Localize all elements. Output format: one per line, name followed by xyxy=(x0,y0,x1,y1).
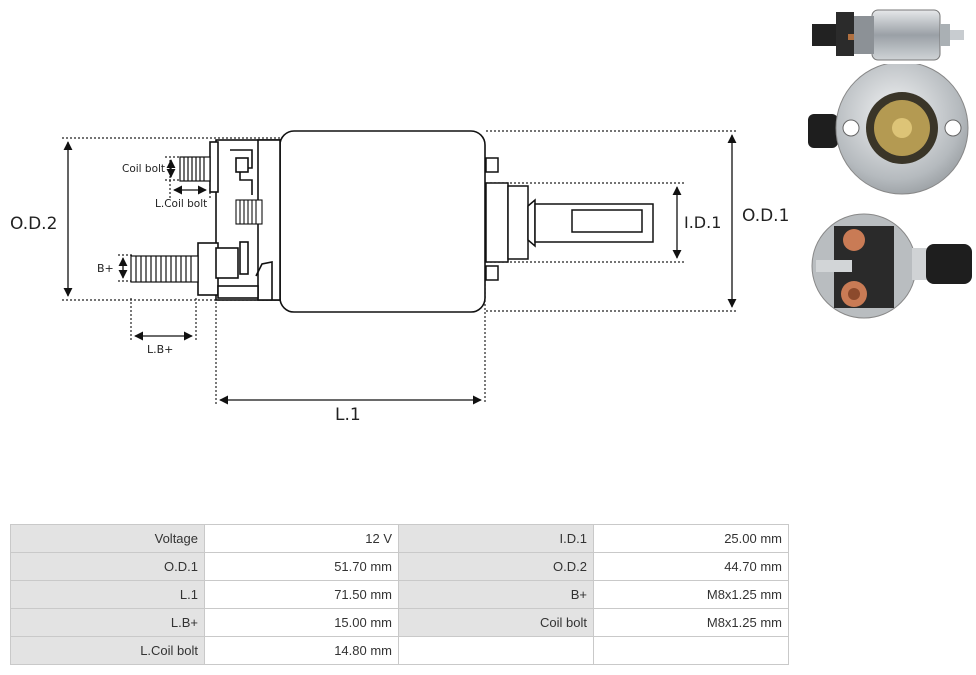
spec-label: L.1 xyxy=(10,580,205,609)
coil-bolt-thread xyxy=(179,156,211,182)
od2-label: O.D.2 xyxy=(10,214,57,234)
spec-label: O.D.2 xyxy=(398,552,594,581)
table-row: L.B+ 15.00 mm Coil bolt M8x1.25 mm xyxy=(10,608,789,637)
b-plus-label: B+ xyxy=(97,262,114,275)
spec-value: 51.70 mm xyxy=(204,552,399,581)
spec-table: Voltage 12 V I.D.1 25.00 mm O.D.1 51.70 … xyxy=(10,524,789,665)
spec-value: 44.70 mm xyxy=(593,552,789,581)
solenoid-rear-photo xyxy=(811,213,972,319)
spec-value: 14.80 mm xyxy=(204,636,399,665)
spec-label: L.B+ xyxy=(10,608,205,637)
l-b-plus-label: L.B+ xyxy=(147,343,173,356)
coil-bolt-label: Coil bolt xyxy=(122,163,165,175)
spec-value: 71.50 mm xyxy=(204,580,399,609)
solenoid-side-photo xyxy=(812,9,964,61)
table-row: O.D.1 51.70 mm O.D.2 44.70 mm xyxy=(10,552,789,581)
table-row: L.1 71.50 mm B+ M8x1.25 mm xyxy=(10,580,789,609)
spec-value: 25.00 mm xyxy=(593,524,789,553)
spec-label: I.D.1 xyxy=(398,524,594,553)
plunger xyxy=(485,157,654,281)
l-coil-bolt-label: L.Coil bolt xyxy=(155,198,207,210)
spec-label-empty xyxy=(398,636,594,665)
solenoid-front-photo xyxy=(808,64,969,195)
spec-value-empty xyxy=(593,636,789,665)
spec-label: Voltage xyxy=(10,524,205,553)
spec-label: B+ xyxy=(398,580,594,609)
spec-value: M8x1.25 mm xyxy=(593,608,789,637)
b-plus-thread xyxy=(130,255,199,283)
solenoid-dimension-drawing: O.D.2 O.D.1 I.D.1 L.1 Coil bolt L.Coil b… xyxy=(10,130,789,425)
inner-thread xyxy=(235,199,263,225)
table-row: L.Coil bolt 14.80 mm xyxy=(10,636,789,665)
table-row: Voltage 12 V I.D.1 25.00 mm xyxy=(10,524,789,553)
id1-label: I.D.1 xyxy=(684,213,721,232)
spec-label: O.D.1 xyxy=(10,552,205,581)
spec-label: Coil bolt xyxy=(398,608,594,637)
od1-label: O.D.1 xyxy=(742,206,789,226)
dimension-arrows xyxy=(63,134,737,405)
l1-label: L.1 xyxy=(335,405,361,425)
spec-label: L.Coil bolt xyxy=(10,636,205,665)
spec-value: 12 V xyxy=(204,524,399,553)
spec-value: 15.00 mm xyxy=(204,608,399,637)
spec-value: M8x1.25 mm xyxy=(593,580,789,609)
